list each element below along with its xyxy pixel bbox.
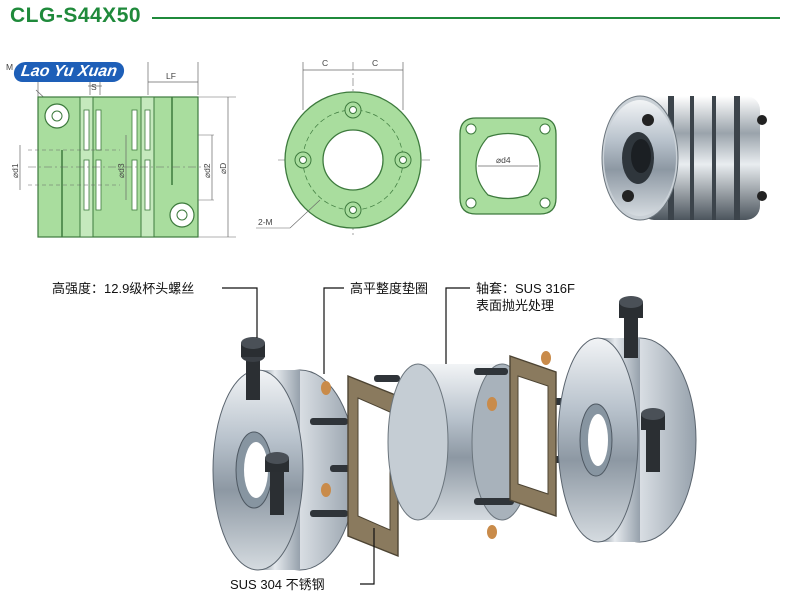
dim-m: M [6,62,13,72]
side-view-drawing: M S LF ⌀d1 ⌀d3 ⌀d2 ⌀D [6,62,236,238]
dim-c-left: C [322,58,328,68]
dim-d3: ⌀d3 [116,163,126,178]
dim-2m: 2-M [258,217,273,227]
disc-view-drawing: ⌀d4 [459,117,557,215]
callout-hub-line1: 轴套：SUS 316F [476,281,575,296]
front-view-drawing: C C 2-M [256,58,432,238]
dim-d1: ⌀d1 [10,163,20,178]
callout-screw: 高强度：12.9级杯头螺丝 [52,281,195,296]
dim-lf: LF [166,71,176,81]
dim-d4: ⌀d4 [496,155,511,165]
callout-leaders [222,287,470,585]
exploded-view [212,296,697,571]
dim-s: S [91,82,97,92]
callout-hub-line2: 表面抛光处理 [476,298,555,313]
title-rule [152,17,780,19]
dim-D: ⌀D [218,163,228,174]
dim-d2: ⌀d2 [202,163,212,178]
callout-disc: SUS 304 不锈钢 [230,577,325,592]
product-photo [601,95,767,221]
callout-washer: 高平整度垫圈 [350,281,429,296]
watermark-logo: Lao Yu Xuan [12,62,126,82]
product-title: CLG-S44X50 [10,4,142,27]
dim-c-right: C [372,58,378,68]
